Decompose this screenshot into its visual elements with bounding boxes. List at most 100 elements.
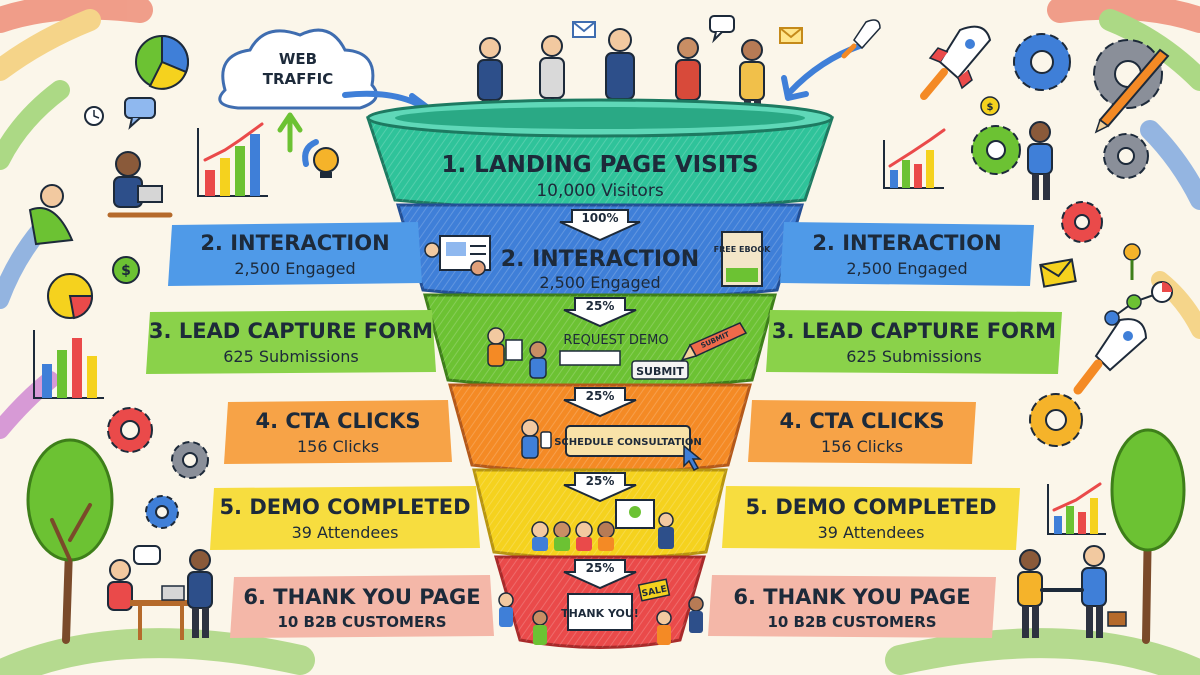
svg-text:4. CTA CLICKS: 4. CTA CLICKS — [256, 409, 421, 433]
handshake-people — [1017, 545, 1127, 638]
cloud-line2: TRAFFIC — [263, 70, 333, 88]
conversion-percent-5: 25% — [563, 559, 637, 590]
left-label-5: 5. DEMO COMPLETED 39 Attendees — [210, 486, 480, 550]
conversion-percent-3: 25% — [563, 387, 637, 418]
pie-chart-icon — [135, 34, 189, 90]
right-label-4: 4. CTA CLICKS 156 Clicks — [748, 400, 976, 464]
left-label-6: 6. THANK YOU PAGE 10 B2B CUSTOMERS — [230, 575, 494, 638]
envelope-icon — [1039, 258, 1077, 288]
svg-text:2,500 Engaged: 2,500 Engaged — [234, 259, 355, 278]
svg-text:39 Attendees: 39 Attendees — [818, 523, 925, 542]
cloud-icon: WEB TRAFFIC — [218, 28, 431, 121]
svg-text:$: $ — [987, 102, 994, 113]
free-ebook-icon: FREE EBOOK — [714, 231, 772, 287]
right-label-5: 5. DEMO COMPLETED 39 Attendees — [722, 486, 1020, 550]
stage-1-title: 1. LANDING PAGE VISITS — [441, 152, 758, 178]
submit-button: SUBMIT — [631, 360, 689, 380]
gear-icon — [145, 495, 179, 529]
bar-chart-icon — [1047, 482, 1106, 535]
svg-text:625 Submissions: 625 Submissions — [846, 347, 982, 366]
meeting-people-left — [107, 549, 213, 640]
person-pushing-gear — [1027, 121, 1053, 200]
svg-text:10 B2B CUSTOMERS: 10 B2B CUSTOMERS — [277, 613, 446, 631]
envelope-icon — [779, 27, 803, 44]
up-arrow-icon — [277, 112, 303, 153]
funnel-tier-1 — [365, 98, 835, 212]
right-label-2: 2. INTERACTION 2,500 Engaged — [780, 222, 1034, 286]
svg-text:4. CTA CLICKS: 4. CTA CLICKS — [780, 409, 945, 433]
conversion-percent-1: 100% — [559, 209, 641, 242]
svg-text:5. DEMO COMPLETED: 5. DEMO COMPLETED — [745, 495, 996, 519]
free-ebook-label: FREE EBOOK — [714, 245, 772, 254]
thank-you-sign: THANK YOU! — [561, 593, 639, 631]
speech-bubble-icon — [133, 545, 161, 565]
svg-text:6. THANK YOU PAGE: 6. THANK YOU PAGE — [243, 585, 480, 609]
right-label-6: 6. THANK YOU PAGE 10 B2B CUSTOMERS — [708, 575, 996, 638]
stage-1-sub: 10,000 Visitors — [536, 181, 664, 201]
clock-icon — [84, 106, 104, 126]
svg-text:2. INTERACTION: 2. INTERACTION — [200, 231, 389, 255]
pie-chart-icon — [47, 273, 94, 320]
cta-person-icon — [521, 419, 552, 459]
sale-tag-icon: SALE — [637, 578, 671, 602]
svg-text:100%: 100% — [581, 211, 618, 225]
svg-text:2. INTERACTION: 2. INTERACTION — [812, 231, 1001, 255]
person-icon — [739, 39, 765, 126]
svg-text:6. THANK YOU PAGE: 6. THANK YOU PAGE — [733, 585, 970, 609]
rocket-icon — [841, 19, 881, 59]
svg-text:$: $ — [121, 263, 131, 279]
gear-icon — [971, 125, 1021, 175]
svg-text:SUBMIT: SUBMIT — [636, 365, 684, 378]
interaction-laptop-icon — [424, 235, 491, 276]
svg-text:625 Submissions: 625 Submissions — [223, 347, 359, 366]
bar-chart-icon — [33, 330, 104, 399]
gear-icon — [1013, 33, 1071, 91]
speech-bubble-icon — [709, 15, 735, 44]
svg-text:25%: 25% — [586, 561, 615, 575]
pencil-icon — [1094, 48, 1170, 134]
tree-icon — [1110, 428, 1186, 644]
gear-icon — [1061, 201, 1103, 243]
left-label-3: 3. LEAD CAPTURE FORM 625 Submissions — [146, 310, 436, 374]
svg-text:10 B2B CUSTOMERS: 10 B2B CUSTOMERS — [767, 613, 936, 631]
svg-text:25%: 25% — [586, 389, 615, 403]
tree-icon — [26, 438, 114, 644]
svg-text:25%: 25% — [586, 474, 615, 488]
demo-audience-icon — [531, 499, 674, 551]
svg-text:2,500 Engaged: 2,500 Engaged — [846, 259, 967, 278]
conversion-percent-2: 25% — [563, 297, 637, 328]
gear-icon — [1103, 133, 1149, 179]
right-label-3: 3. LEAD CAPTURE FORM 625 Submissions — [766, 310, 1062, 374]
rocket-icon — [920, 25, 992, 100]
left-label-2: 2. INTERACTION 2,500 Engaged — [168, 222, 422, 286]
speech-bubble-icon — [124, 97, 156, 130]
lead-form-icon — [487, 327, 547, 379]
svg-text:156 Clicks: 156 Clicks — [297, 437, 379, 456]
left-label-4: 4. CTA CLICKS 156 Clicks — [224, 400, 452, 464]
cursor-icon — [683, 444, 703, 471]
svg-text:3. LEAD CAPTURE FORM: 3. LEAD CAPTURE FORM — [149, 319, 433, 343]
svg-text:3. LEAD CAPTURE FORM: 3. LEAD CAPTURE FORM — [772, 319, 1056, 343]
gear-icon — [107, 407, 153, 453]
inner-interaction-sub: 2,500 Engaged — [539, 273, 660, 292]
flower-icon — [1123, 243, 1141, 280]
conversion-percent-4: 25% — [563, 472, 637, 503]
envelope-icon — [572, 21, 596, 38]
gear-icon — [1029, 393, 1083, 447]
rocket-icon — [1073, 318, 1148, 395]
bar-chart-icon — [883, 128, 946, 189]
bar-chart-icon — [197, 122, 268, 197]
funnel-tier-2 — [395, 203, 805, 301]
schedule-consultation-button: SCHEDULE CONSULTATION — [554, 425, 702, 457]
svg-text:25%: 25% — [586, 299, 615, 313]
request-demo-label: REQUEST DEMO — [563, 333, 668, 348]
celebration-people — [498, 592, 704, 645]
dollar-coin-icon: $ — [980, 96, 1000, 116]
inner-interaction-title: 2. INTERACTION — [501, 247, 699, 272]
svg-text:THANK YOU!: THANK YOU! — [561, 607, 639, 620]
dollar-coin-icon: $ — [112, 256, 140, 284]
form-field — [559, 350, 621, 366]
